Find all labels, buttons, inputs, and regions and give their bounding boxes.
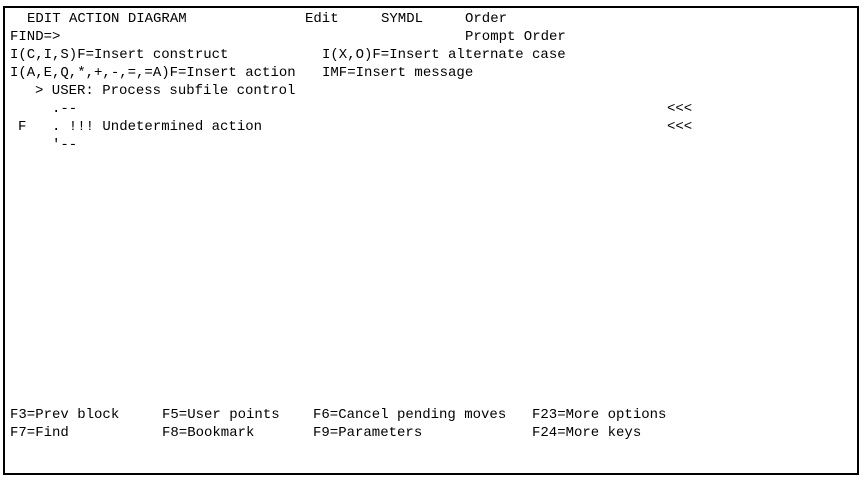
line-command-input[interactable]: F [18, 119, 27, 135]
page-title: EDIT ACTION DIAGRAM [27, 11, 187, 27]
find-label: FIND=> [10, 29, 61, 45]
help-insert-alternate-case: I(X,O)F=Insert alternate case [322, 47, 566, 63]
help-insert-construct: I(C,I,S)F=Insert construct [10, 47, 229, 63]
model-name: SYMDL [381, 11, 424, 27]
fkey-f24[interactable]: F24=More keys [532, 425, 642, 441]
fkey-f7[interactable]: F7=Find [10, 425, 69, 441]
function-name: Order [465, 11, 508, 27]
fkey-f8[interactable]: F8=Bookmark [162, 425, 255, 441]
fkey-f6[interactable]: F6=Cancel pending moves [313, 407, 507, 423]
construct-bottom: '-- [52, 137, 78, 153]
fkey-f23[interactable]: F23=More options [532, 407, 667, 423]
fkey-f5[interactable]: F5=User points [162, 407, 280, 423]
undetermined-action: . !!! Undetermined action [52, 119, 263, 135]
help-insert-action: I(A,E,Q,*,+,-,=,=A)F=Insert action [10, 65, 296, 81]
help-insert-message: IMF=Insert message [322, 65, 474, 81]
fkey-f9[interactable]: F9=Parameters [313, 425, 423, 441]
find-input[interactable] [69, 28, 322, 44]
protect-marker-top: <<< [667, 101, 693, 117]
mode-indicator: Edit [305, 11, 339, 27]
screen-border [3, 6, 859, 475]
user-point-line: > USER: Process subfile control [35, 83, 296, 99]
prompt-function-name: Prompt Order [465, 29, 566, 45]
construct-top: .-- [52, 101, 78, 117]
fkey-f3[interactable]: F3=Prev block [10, 407, 120, 423]
protect-marker-bottom: <<< [667, 119, 693, 135]
